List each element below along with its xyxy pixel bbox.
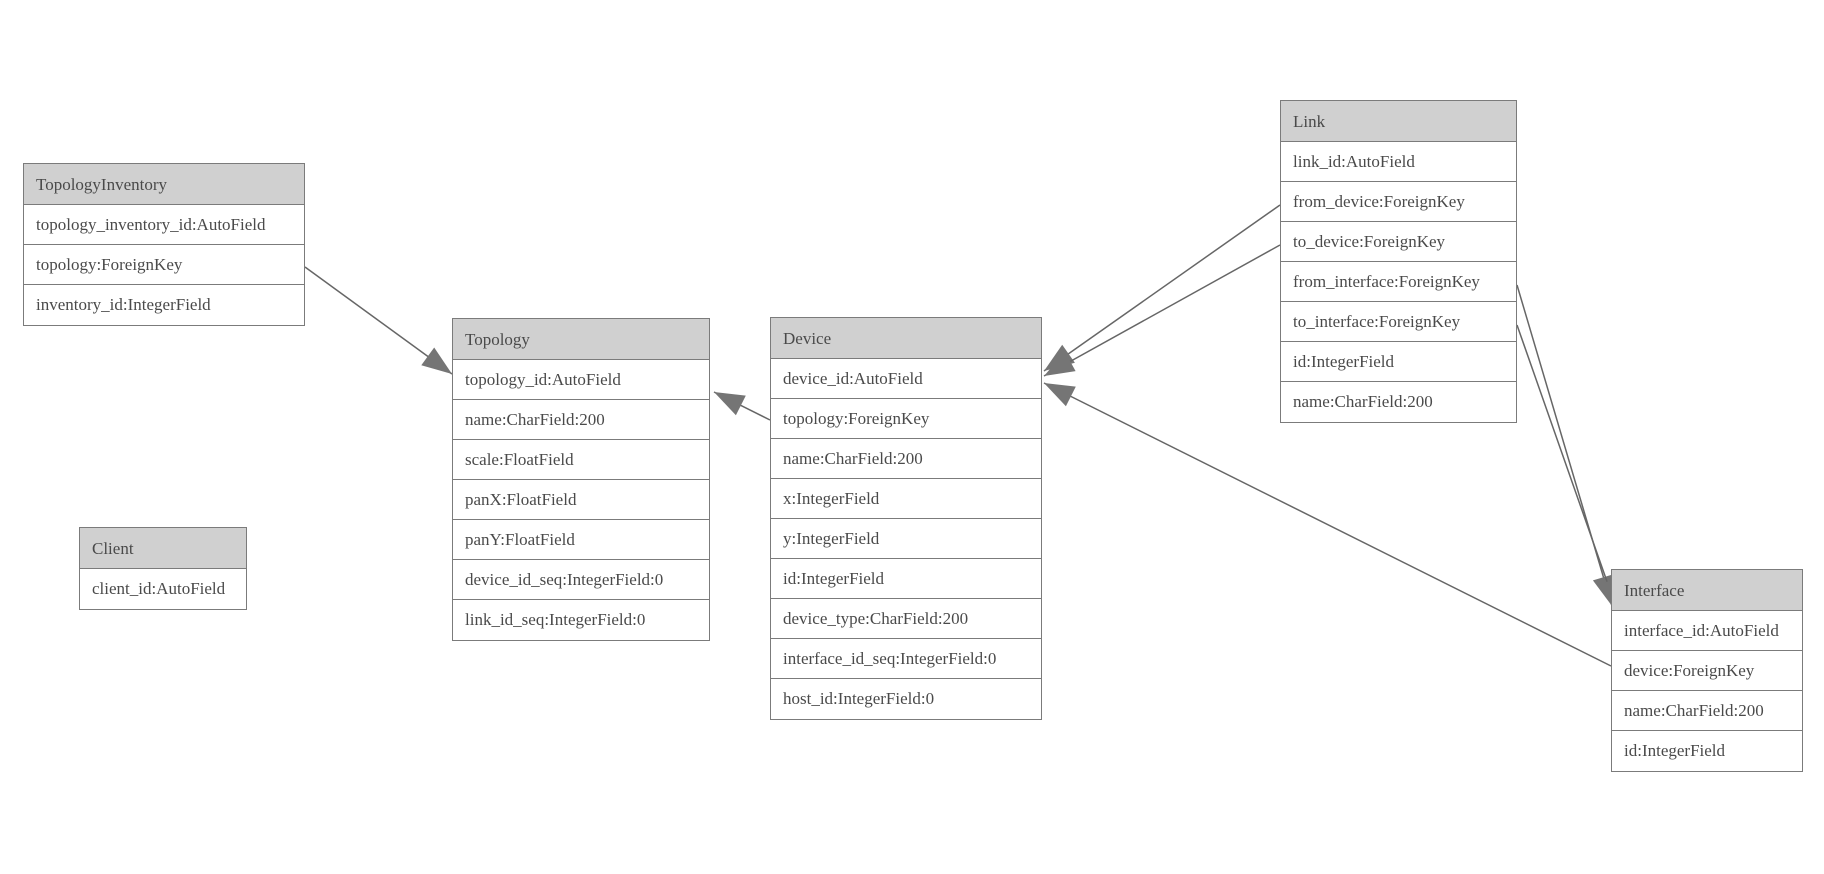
field-row: device_type:CharField:200 [771,599,1041,639]
field-row: panX:FloatField [453,480,709,520]
field-row: id:IntegerField [1612,731,1802,771]
field-row: interface_id:AutoField [1612,611,1802,651]
field-row: name:CharField:200 [453,400,709,440]
field-row: name:CharField:200 [1281,382,1516,422]
field-row: client_id:AutoField [80,569,246,609]
field-row: device_id:AutoField [771,359,1041,399]
link-to_device-device-arrow-line [1043,244,1281,377]
field-row: scale:FloatField [453,440,709,480]
arrowhead-icon [714,392,746,416]
topologyinventory-topology-arrow-line [304,266,453,375]
field-row: from_interface:ForeignKey [1281,262,1516,302]
field-row: link_id:AutoField [1281,142,1516,182]
link-to_interface-interface-arrow-line [1516,324,1618,611]
field-row: inventory_id:IntegerField [24,285,304,325]
field-row: device_id_seq:IntegerField:0 [453,560,709,600]
field-row: x:IntegerField [771,479,1041,519]
entity-title: TopologyInventory [24,164,304,205]
field-row: id:IntegerField [771,559,1041,599]
field-row: panY:FloatField [453,520,709,560]
interface-device-arrow-line [1043,382,1612,667]
link-from_interface-interface-arrow-line [1516,284,1613,607]
field-row: to_interface:ForeignKey [1281,302,1516,342]
field-row: link_id_seq:IntegerField:0 [453,600,709,640]
field-row: host_id:IntegerField:0 [771,679,1041,719]
arrowhead-icon [421,347,452,374]
field-row: topology:ForeignKey [771,399,1041,439]
field-row: to_device:ForeignKey [1281,222,1516,262]
entity-title: Topology [453,319,709,360]
entity-title: Client [80,528,246,569]
field-row: name:CharField:200 [771,439,1041,479]
entity-title: Interface [1612,570,1802,611]
field-row: name:CharField:200 [1612,691,1802,731]
field-row: device:ForeignKey [1612,651,1802,691]
field-row: id:IntegerField [1281,342,1516,382]
field-row: topology:ForeignKey [24,245,304,285]
field-row: y:IntegerField [771,519,1041,559]
field-row: from_device:ForeignKey [1281,182,1516,222]
field-row: topology_id:AutoField [453,360,709,400]
link-from_device-device-arrow-line [1043,204,1281,372]
entity-title: Link [1281,101,1516,142]
arrowhead-icon [1044,383,1076,407]
field-row: topology_inventory_id:AutoField [24,205,304,245]
entity-title: Device [771,318,1041,359]
arrowhead-icon [1044,351,1076,376]
field-row: interface_id_seq:IntegerField:0 [771,639,1041,679]
